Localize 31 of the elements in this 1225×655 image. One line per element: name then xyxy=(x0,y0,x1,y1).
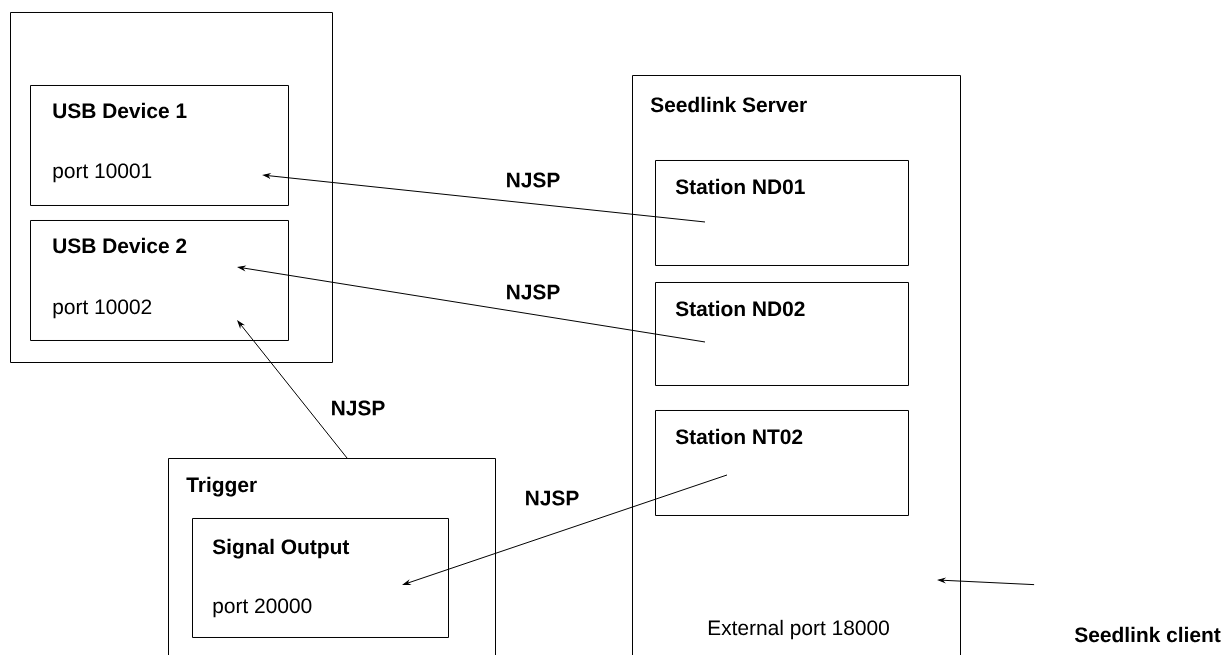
box-title: Signal Output xyxy=(212,538,350,559)
arrow xyxy=(263,173,706,223)
component-box xyxy=(192,518,449,638)
box-title: Trigger xyxy=(186,476,257,497)
arrow xyxy=(938,577,1035,586)
port-label: port 10002 xyxy=(53,299,152,319)
box-title: USB Device 2 xyxy=(53,237,187,254)
port-label: port 10001 xyxy=(53,163,152,183)
edge-label: NJSP xyxy=(523,489,581,507)
box-title: Station ND02 xyxy=(675,300,805,317)
component-box xyxy=(655,410,909,516)
component-box xyxy=(30,220,289,341)
component-box xyxy=(10,12,333,363)
component-box xyxy=(168,458,496,655)
box-title: Station ND01 xyxy=(675,178,805,195)
edge-label: NJSP xyxy=(504,171,562,189)
box-title: Seedlink Server xyxy=(650,96,807,113)
arrow xyxy=(403,474,728,585)
component-box xyxy=(655,160,909,266)
client-label: Seedlink client xyxy=(1074,626,1221,643)
arrow xyxy=(237,320,348,459)
port-label: port 20000 xyxy=(213,598,312,618)
component-box xyxy=(655,282,909,386)
component-box xyxy=(30,85,289,206)
edge-label: NJSP xyxy=(504,283,562,301)
box-title: Station NT02 xyxy=(675,428,803,445)
box-title: USB Device 1 xyxy=(53,102,187,119)
edge-label: NJSP xyxy=(329,399,387,417)
component-box xyxy=(632,75,961,655)
port-label: External port 18000 xyxy=(708,619,889,640)
arrow xyxy=(238,265,706,343)
